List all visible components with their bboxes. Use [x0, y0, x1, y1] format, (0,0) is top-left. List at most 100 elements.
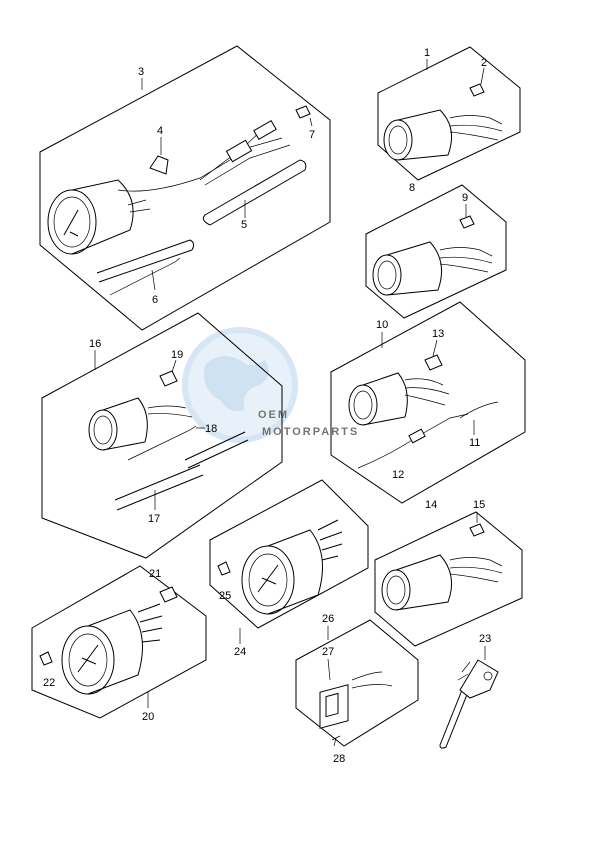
group-24-gauge: 24 25: [209, 479, 369, 658]
bulb-9-icon: [459, 215, 475, 229]
tube-6: [96, 239, 195, 283]
gauge-20-needle: [77, 644, 99, 673]
lever-23-handle: [439, 689, 469, 749]
callout-17: 17: [148, 513, 160, 525]
callout-5: 5: [241, 219, 247, 231]
gauge-24-face: [241, 545, 295, 615]
watermark: OEM MOTORPARTS: [182, 327, 359, 443]
meter-8-wires: [439, 247, 493, 273]
gauge-24-body: [267, 529, 323, 615]
group-26-switch: 26 27 28: [295, 613, 419, 765]
watermark-brand: OEM: [258, 409, 289, 421]
group-8-meter: 8 9: [365, 182, 507, 319]
bulb-15-icon: [469, 523, 485, 537]
callout-20: 20: [142, 711, 154, 723]
callout-4: 4: [157, 125, 163, 137]
gauge-20-terminals: [137, 603, 163, 643]
callout-13: 13: [432, 328, 444, 340]
bulb-4-icon: [149, 155, 169, 175]
gauge-20-body: [87, 609, 143, 695]
group-10-outline: [330, 301, 526, 504]
connector-3b: [253, 119, 277, 141]
callout-10: 10: [376, 319, 388, 331]
gauge-3-body: [71, 179, 134, 255]
callout-18: 18: [205, 423, 217, 435]
bulb-2-icon: [469, 83, 485, 97]
callout-21: 21: [149, 568, 161, 580]
harness-11: [459, 401, 499, 419]
bulb-21-icon: [159, 586, 178, 603]
gauge-3-stud: [127, 199, 151, 213]
group-16-gauge-kit: 16 17 18 19: [41, 312, 283, 559]
screw-28-icon: [331, 735, 341, 747]
group-16-outline: [41, 312, 283, 559]
callout-19: 19: [171, 349, 183, 361]
callout-3: 3: [138, 66, 144, 78]
gauge-3-face: [47, 189, 97, 255]
lever-23-link: [457, 661, 471, 681]
gauge-16-wires: [147, 405, 193, 418]
bulb-7-icon: [295, 105, 311, 119]
part-23-lever: 23: [439, 633, 499, 749]
lever-23-head: [459, 659, 499, 699]
watermark-continents: [204, 356, 269, 412]
callout-11: 11: [469, 437, 480, 449]
callout-25: 25: [219, 590, 231, 602]
gauge-24-terminals: [317, 519, 343, 561]
callout-26: 26: [322, 613, 334, 625]
lever-23-hole: [483, 671, 493, 681]
callout-9: 9: [462, 192, 468, 204]
watermark-tagline: MOTORPARTS: [262, 426, 359, 438]
callout-16: 16: [89, 338, 101, 350]
tie-18: [127, 425, 197, 461]
meter-1-body: [397, 109, 453, 161]
gauge-3-needle: [63, 209, 79, 237]
callout-12: 12: [392, 469, 404, 481]
callout-23: 23: [479, 633, 491, 645]
meter-1-wires: [449, 115, 503, 141]
bulb-22-icon: [39, 651, 53, 666]
meter-14-wires: [449, 557, 503, 583]
group-10-gauge-kit: 10 11 12 13: [330, 301, 526, 504]
callout-1: 1: [424, 47, 430, 59]
group-8-outline: [365, 184, 507, 319]
group-1-outline: [377, 46, 521, 181]
tube-17: [114, 464, 204, 511]
gauge-10-wires: [404, 378, 450, 406]
callout-6: 6: [152, 294, 158, 306]
tube-5: [202, 159, 307, 226]
bulb-25-icon: [217, 561, 231, 576]
callout-2: 2: [481, 57, 487, 69]
callout-15: 15: [473, 499, 485, 511]
callout-27: 27: [322, 646, 334, 658]
callout-14: 14: [425, 499, 437, 511]
gauge-3-bezel: [53, 196, 91, 248]
tie-6: [109, 257, 181, 296]
group-24-outline: [209, 479, 369, 629]
bulb-19-icon: [159, 370, 178, 387]
gauge-16-body: [102, 397, 148, 451]
group-14-outline: [374, 511, 523, 647]
switch-27-rocker: [325, 692, 339, 718]
bulb-13-icon: [424, 354, 443, 371]
harness-3: [117, 129, 291, 192]
switch-27-wires: [351, 671, 393, 689]
gauge-20-face: [61, 625, 115, 695]
group-3-outline: [39, 45, 331, 331]
callout-7: 7: [309, 129, 315, 141]
callout-8: 8: [409, 182, 415, 194]
tube-16: [184, 431, 249, 469]
meter-14-body: [395, 554, 453, 611]
group-26-outline: [295, 619, 419, 747]
group-20-outline: [31, 565, 207, 719]
gauge-24-needle: [257, 564, 279, 593]
group-14-meter: 14 15: [374, 499, 523, 647]
callout-22: 22: [43, 677, 55, 689]
group-3-gauge-kit: 3 4 5 6 7: [39, 45, 331, 331]
connector-3a: [225, 139, 253, 163]
callout-24: 24: [234, 646, 246, 658]
group-1-meter: 1 2: [377, 46, 521, 181]
callout-28: 28: [333, 753, 345, 765]
group-20-gauge: 20 21 22: [31, 565, 207, 723]
